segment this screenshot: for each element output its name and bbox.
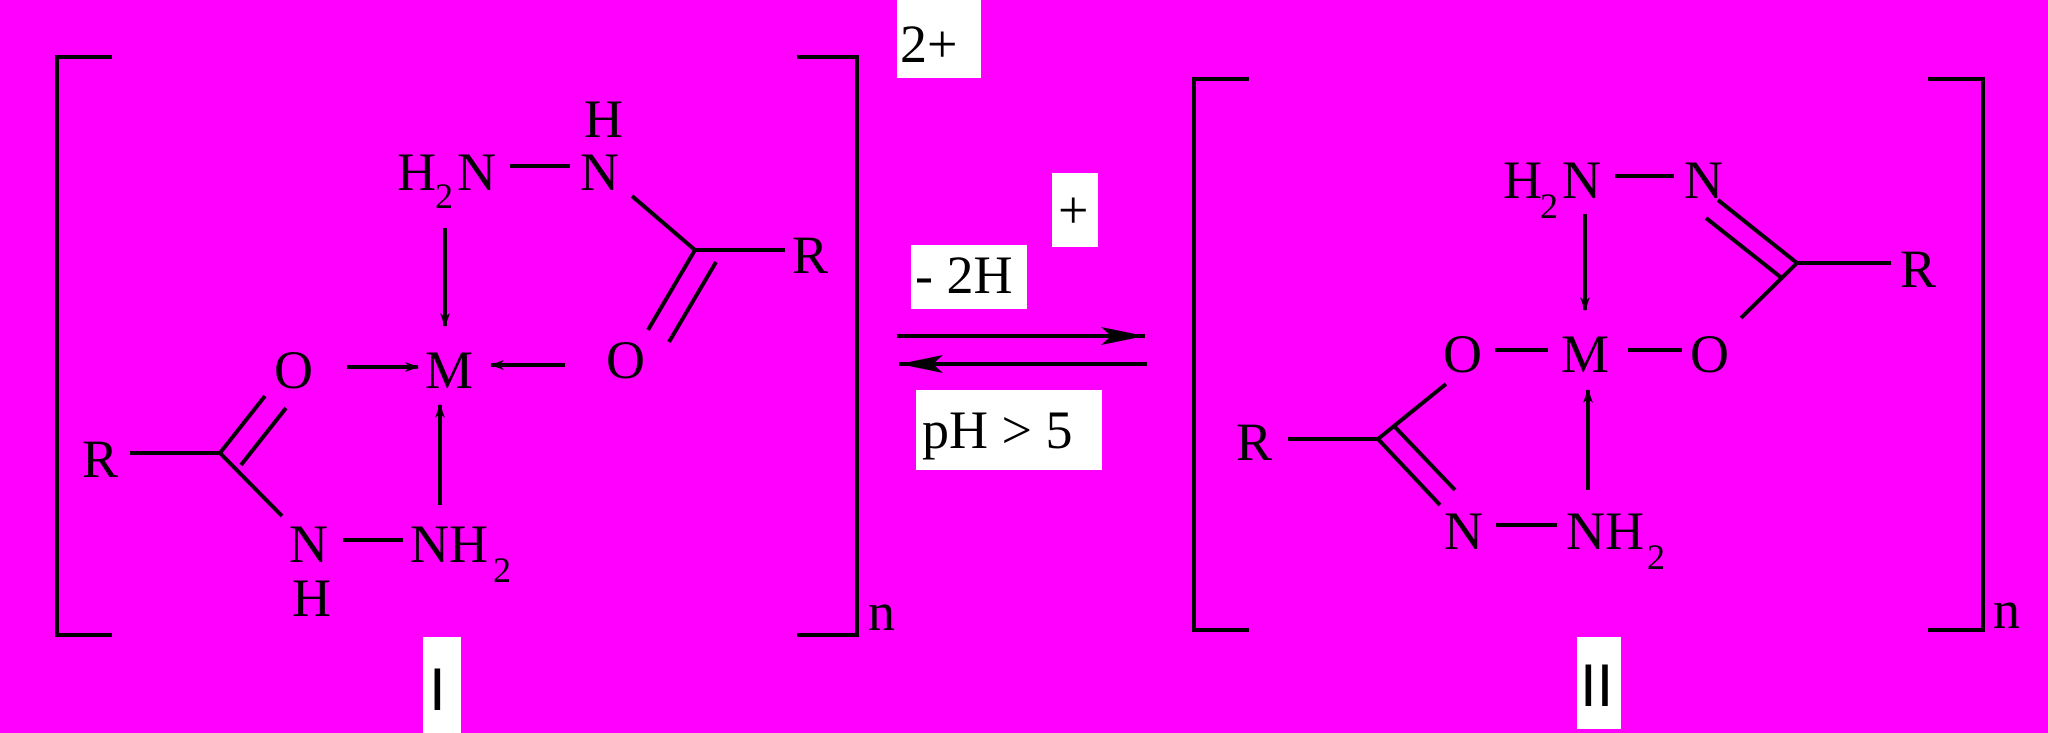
condition-plus-box	[1052, 173, 1098, 247]
atom-O-right: O	[606, 330, 645, 390]
atom-N-lower-II: N	[1444, 501, 1483, 561]
atom-N-lower: N	[289, 514, 328, 574]
atom-O-right-II: O	[1690, 324, 1729, 384]
bond-CO-left-a	[218, 394, 267, 455]
bond-C-N-lower	[218, 451, 284, 518]
condition-forward-box	[911, 245, 1027, 309]
atom-N-upper-II: N	[1684, 150, 1723, 210]
bond-CO-left-b	[239, 406, 288, 467]
complex-I: n 2+ H N H 2 N R O M O R N H NH 2	[55, 0, 981, 733]
atom-N-upper: N	[580, 142, 619, 202]
label-box-II	[1577, 637, 1621, 729]
atom-NH2-lower: NH	[410, 514, 488, 574]
atom-R-right: R	[792, 225, 828, 285]
charge-box	[897, 0, 981, 78]
label-box-I	[423, 637, 461, 733]
atom-M-II: M	[1561, 324, 1609, 384]
bracket-right-I	[797, 55, 859, 637]
bond-C-O-right-II	[1739, 261, 1799, 320]
atom-H2N-upper-N-II: N	[1562, 150, 1601, 210]
condition-forward: - 2H	[915, 245, 1012, 305]
atom-H-top: H	[584, 89, 623, 149]
label-II: II	[1580, 652, 1613, 719]
atom-NH2-lower-II: NH	[1566, 501, 1644, 561]
equilibrium: + - 2H pH > 5	[897, 173, 1147, 470]
bond-N-C-upper-b	[1704, 216, 1785, 281]
atom-M: M	[425, 340, 473, 400]
atom-R-left: R	[82, 429, 118, 489]
bond-C-N-lower-a	[1376, 437, 1442, 507]
charge-label: 2+	[900, 14, 957, 74]
atom-NH2-lower-sub: 2	[493, 550, 511, 590]
bond-CO-right-b	[667, 260, 718, 344]
atom-NH2-lower-sub-II: 2	[1647, 537, 1665, 577]
atom-H2N-upper-N: N	[457, 142, 496, 202]
subscript-n-I: n	[868, 582, 895, 642]
atom-O-left: O	[274, 340, 313, 400]
condition-reverse-box	[916, 390, 1102, 470]
bracket-left-I	[55, 55, 112, 637]
atom-H2N-upper-sub-II: 2	[1540, 186, 1558, 226]
bracket-left-II	[1192, 77, 1249, 632]
condition-reverse: pH > 5	[922, 400, 1072, 460]
atom-R-left-II: R	[1236, 412, 1272, 472]
subscript-n-II: n	[1993, 580, 2020, 640]
bond-C-O-left-II	[1376, 382, 1448, 441]
bond-N-C-upper-a	[1716, 198, 1799, 265]
condition-plus: +	[1058, 180, 1088, 240]
bond-N-C-upper	[630, 194, 697, 252]
label-I: I	[429, 656, 446, 723]
atom-H-bottom: H	[292, 568, 331, 628]
bond-C-N-lower-b	[1392, 424, 1457, 492]
atom-H2N-upper-H: H	[397, 142, 436, 202]
atom-O-left-II: O	[1443, 324, 1482, 384]
atom-H2N-upper-H-II: H	[1503, 150, 1542, 210]
atom-R-right-II: R	[1900, 239, 1936, 299]
atom-H2N-upper-sub: 2	[435, 176, 453, 216]
bracket-right-II	[1928, 77, 1985, 632]
bond-CO-right-a	[646, 248, 697, 332]
complex-II: n H 2 N N R O M O R N NH 2 II	[1192, 77, 2020, 729]
